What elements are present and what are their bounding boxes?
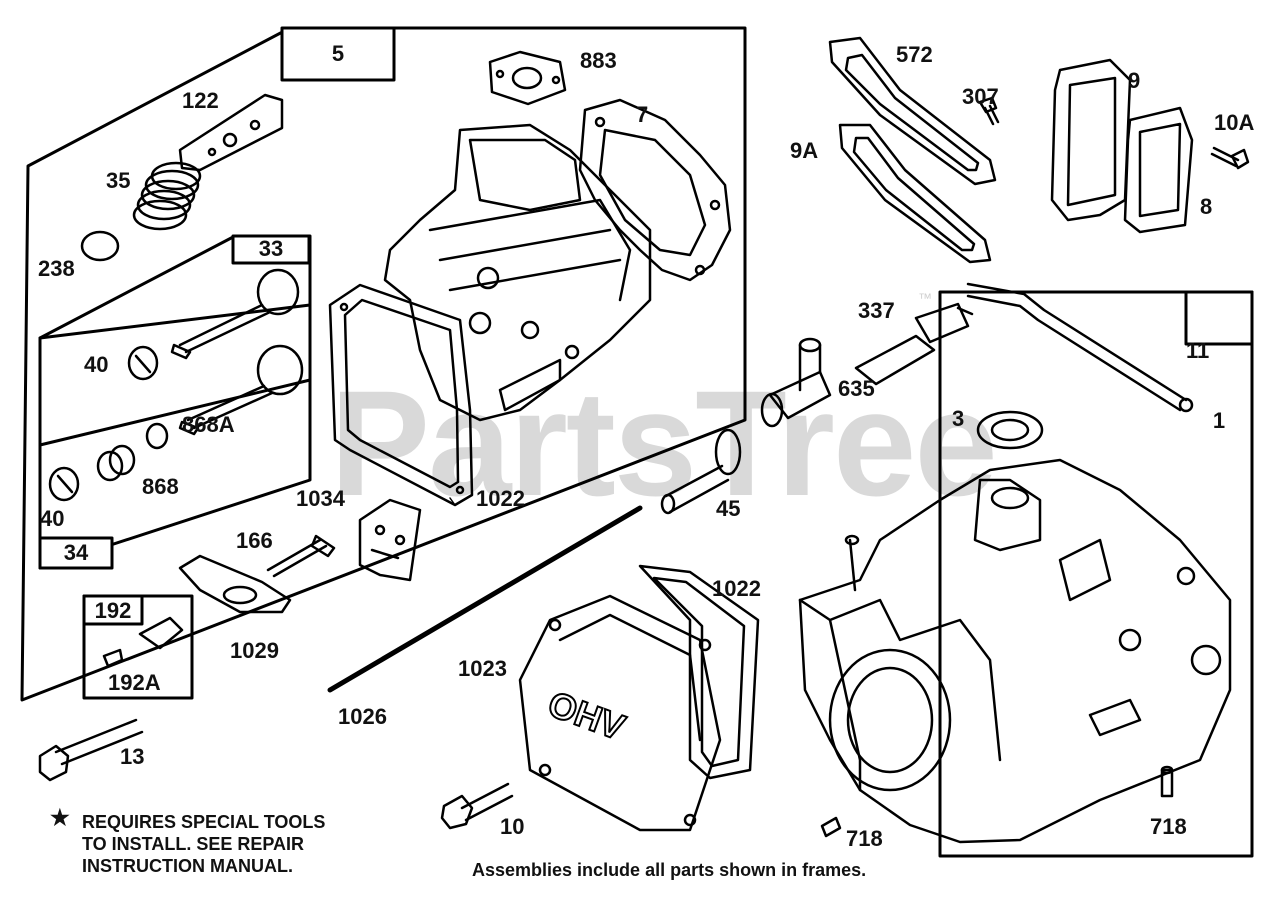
label-868: 868 [142,474,179,499]
label-572: 572 [896,42,933,67]
bracket-122 [178,93,284,172]
dowel-718-left [820,816,842,838]
bolt-10 [440,782,514,830]
special-tools-note-line1: REQUIRES SPECIAL TOOLS [82,812,326,832]
head-gasket-7 [578,98,732,282]
frame-192-label-box [82,594,144,626]
frame-1-outline [938,290,1254,858]
label-718-right: 718 [1150,814,1187,839]
star-icon: ★ [50,805,70,830]
frame-1-label: 1 [1212,408,1226,433]
dowel-718-right [1160,765,1174,798]
screw-307 [978,96,1000,126]
label-9: 9 [1128,68,1141,93]
tube-11 [966,282,1188,402]
label-635: 635 [838,376,875,401]
label-166: 166 [236,528,273,553]
frame-1-label-box [1184,290,1254,346]
rocker-cover-1023 [518,594,722,832]
label-7: 7 [636,102,649,127]
label-1029: 1029 [230,638,279,663]
screw-10a [1210,146,1250,170]
label-1022-right: 1022 [712,576,761,601]
label-9a: 9A [790,138,819,163]
label-40-bottom: 40 [40,506,65,531]
bolt-13 [38,718,144,782]
label-45: 45 [716,496,741,521]
frame-33-divider [38,303,312,340]
gasket-9 [1050,58,1132,222]
keeper-40-bottom [48,466,80,502]
label-1023: 1023 [458,656,507,681]
frame-192-label: 192 [94,598,132,623]
rocker-1029 [178,554,292,614]
stud-166 [266,534,336,578]
label-868a: 868A [182,412,235,437]
special-tools-note-line2: TO INSTALL. SEE REPAIR [82,834,305,854]
frame-33-label: 33 [258,236,284,261]
frame-5-label-box [280,26,396,82]
label-13: 13 [120,744,145,769]
adjuster-192 [102,616,184,668]
pushrod-1026 [327,505,643,693]
label-337: 337 [858,298,895,323]
frame-34-label: 34 [63,540,89,565]
cylinder-head [383,123,652,422]
label-35: 35 [106,168,131,193]
valve-34 [178,344,304,436]
plate-1034 [358,498,422,582]
spark-plug-337 [854,302,974,386]
gasket-1022-left [328,283,474,507]
oil-seal-3 [976,410,1044,450]
watermark: PartsTree [330,359,998,527]
tappet-45 [660,428,742,515]
frame-34-label-box [38,536,114,570]
label-3: 3 [952,406,965,431]
frame-5-outline [20,26,747,702]
label-10a: 10A [1214,110,1255,135]
label-11: 11 [1186,338,1210,363]
frame-5-label: 5 [331,41,345,66]
label-883: 883 [580,48,617,73]
gasket-572 [828,36,997,186]
gasket-883 [488,50,567,106]
label-10: 10 [500,814,525,839]
frame-34-outline [38,234,312,570]
keeper-40-top [127,345,159,381]
frame-33-label-box [231,234,311,265]
guide-868 [96,444,136,482]
label-192a: 192A [108,670,161,695]
label-718-left: 718 [846,826,883,851]
spring-35 [132,161,202,231]
cap-238 [80,230,120,262]
label-1026: 1026 [338,704,387,729]
breather-8 [1123,106,1194,234]
label-238: 238 [38,256,75,281]
fitting-635 [760,337,832,428]
label-1022-left: 1022 [476,486,525,511]
frame-34-divider [38,378,312,447]
gasket-9a [838,123,992,264]
assemblies-note: Assemblies include all parts shown in fr… [472,860,867,880]
label-8: 8 [1200,194,1213,219]
watermark-trademark: ™ [918,290,932,306]
label-122: 122 [182,88,219,113]
label-1034: 1034 [296,486,345,511]
label-40-top: 40 [84,352,109,377]
seal-868a [145,422,169,450]
valve-33 [170,268,300,360]
special-tools-note-line3: INSTRUCTION MANUAL. [82,856,293,876]
cover-ohv-text: OHV [543,683,630,748]
label-307: 307 [962,84,999,109]
crankcase-1 [798,458,1232,844]
